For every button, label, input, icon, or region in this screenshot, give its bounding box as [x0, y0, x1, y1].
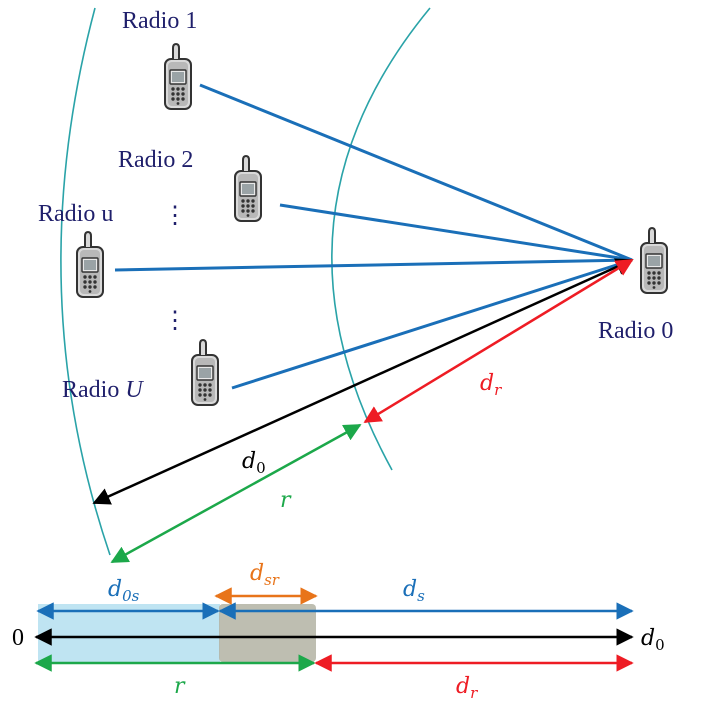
- label-r-upper: r: [280, 488, 292, 513]
- radio-links: [115, 85, 632, 388]
- link-radio-U: [232, 260, 632, 388]
- label-radio-0: Radio 0: [598, 318, 673, 344]
- d0-arrow: [94, 260, 632, 503]
- phone-icon-radio-1: [165, 44, 191, 109]
- phone-icon-radio-2: [235, 156, 261, 221]
- label-radio-1: Radio 1: [122, 8, 197, 34]
- link-radio-1: [200, 85, 632, 260]
- label-dsr: dsr: [250, 561, 280, 589]
- label-radio-U: Radio U: [62, 377, 144, 403]
- shade-d0s-region: [38, 604, 220, 662]
- phone-icon-radio-u: [77, 232, 103, 297]
- inner-range-arc: [332, 8, 430, 470]
- ellipsis-lower: ⋮: [163, 308, 187, 334]
- label-radio-u: Radio u: [38, 201, 113, 227]
- label-dr-upper: dr: [480, 371, 502, 399]
- label-radio-2: Radio 2: [118, 147, 193, 173]
- r-arrow: [112, 425, 360, 562]
- ellipsis-upper: ⋮: [163, 203, 187, 229]
- label-radio-U-var: U: [125, 377, 144, 403]
- label-axis-d0: d0: [641, 626, 665, 654]
- label-d0s: d0s: [108, 577, 140, 605]
- phone-icon-radio-0: [641, 228, 667, 293]
- link-radio-u: [115, 260, 632, 270]
- label-d0-upper: d0: [242, 449, 266, 477]
- label-r-bottom: r: [174, 674, 186, 699]
- label-radio-U-prefix: Radio: [62, 377, 125, 403]
- label-ds: ds: [403, 577, 425, 605]
- label-axis-origin: 0: [12, 625, 24, 651]
- label-dr-bottom: dr: [456, 674, 478, 702]
- phone-icon-radio-U: [192, 340, 218, 405]
- shade-dsr-region: [219, 604, 316, 662]
